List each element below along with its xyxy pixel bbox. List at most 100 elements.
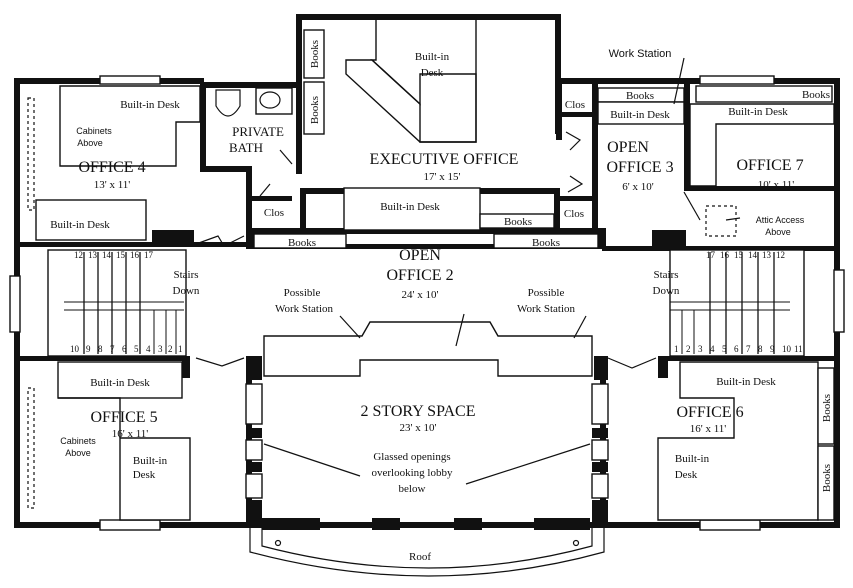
- books-label: Books: [309, 40, 321, 68]
- glassed-line3: below: [399, 483, 426, 495]
- step-number: 5: [134, 344, 139, 354]
- glassed-line2: overlooking lobby: [372, 467, 453, 479]
- office-6-name: OFFICE 6: [676, 404, 743, 421]
- step-number: 3: [698, 344, 703, 354]
- executive-office-size: 17' x 15': [424, 171, 461, 183]
- books-label: Books: [802, 89, 830, 101]
- open-office-3-line2: OFFICE 3: [606, 159, 673, 176]
- step-number: 4: [146, 344, 151, 354]
- step-number: 12: [74, 250, 83, 260]
- roof-outline: [249, 528, 605, 577]
- doors: [195, 131, 701, 369]
- step-number: 17: [706, 250, 716, 260]
- exec-desk-label-1: Built-in: [415, 51, 450, 63]
- stair-numbers-left-top: 12 13 14 15 16 17: [74, 250, 154, 260]
- step-number: 9: [86, 344, 91, 354]
- stairs-right-label-1: Stairs: [653, 269, 678, 281]
- step-number: 3: [158, 344, 163, 354]
- step-number: 17: [144, 250, 154, 260]
- stairs-left: [47, 249, 187, 357]
- office-5-name: OFFICE 5: [90, 409, 157, 426]
- stairs-left-label-1: Stairs: [173, 269, 198, 281]
- open-office-3-desk: Built-in Desk: [610, 109, 670, 121]
- books-label: Books: [309, 96, 321, 124]
- books-label: Books: [504, 216, 532, 228]
- office-4-desk-2: Built-in Desk: [50, 219, 110, 231]
- cabinets-above: Above: [65, 448, 91, 458]
- office-4-desk: Built-in Desk: [120, 99, 180, 111]
- books-label: Books: [821, 464, 833, 492]
- office-5-desk-2b: Desk: [133, 469, 156, 481]
- open-office-2-line2: OFFICE 2: [386, 267, 453, 284]
- step-number: 15: [734, 250, 744, 260]
- step-number: 15: [116, 250, 126, 260]
- step-number: 7: [110, 344, 115, 354]
- office-7-size: 10' x 11': [758, 179, 795, 191]
- step-number: 14: [748, 250, 758, 260]
- stair-numbers-right-bottom: 1 2 3 4 5 6 7 8 9 10 11: [674, 344, 803, 354]
- step-number: 2: [686, 344, 691, 354]
- office-6-desk-2a: Built-in: [675, 453, 710, 465]
- attic-above-label: Above: [765, 227, 791, 237]
- books-label: Books: [532, 237, 560, 249]
- open-office-3-size: 6' x 10': [622, 181, 653, 193]
- exec-desk-label-2: Desk: [421, 67, 444, 79]
- step-number: 4: [710, 344, 715, 354]
- cabinets-label: Cabinets: [76, 126, 112, 136]
- books-label: Books: [821, 394, 833, 422]
- possible-ws-left-1: Possible: [284, 287, 321, 299]
- step-number: 5: [722, 344, 727, 354]
- books-label: Books: [626, 90, 654, 102]
- possible-ws-right-1: Possible: [528, 287, 565, 299]
- step-number: 2: [168, 344, 173, 354]
- step-number: 9: [770, 344, 775, 354]
- stairs-left-label-2: Down: [173, 285, 200, 297]
- office-7-name: OFFICE 7: [736, 157, 803, 174]
- stair-numbers-left-bottom: 10 9 8 7 6 5 4 3 2 1: [70, 344, 183, 354]
- roof-label: Roof: [409, 551, 431, 563]
- step-number: 10: [70, 344, 80, 354]
- step-number: 10: [782, 344, 792, 354]
- windows: [9, 75, 845, 531]
- attic-access-label: Attic Access: [756, 215, 805, 225]
- possible-ws-right-2: Work Station: [517, 303, 576, 315]
- office-4-name: OFFICE 4: [78, 159, 145, 176]
- cabinets-label: Cabinets: [60, 436, 96, 446]
- stairs-right-label-2: Down: [653, 285, 680, 297]
- step-number: 1: [674, 344, 679, 354]
- two-story-size: 23' x 10': [400, 422, 437, 434]
- stair-numbers-right-top: 17 16 15 14 13 12: [706, 250, 785, 260]
- stairs-right: [669, 249, 805, 357]
- closet-label: Clos: [565, 99, 585, 111]
- private-bath-line1: PRIVATE: [232, 124, 284, 139]
- office-6-desk: Built-in Desk: [716, 376, 776, 388]
- step-number: 13: [762, 250, 772, 260]
- private-bath-line2: BATH: [229, 140, 263, 155]
- step-number: 8: [98, 344, 103, 354]
- office-4-size: 13' x 11': [94, 179, 131, 191]
- office-7-desk: Built-in Desk: [728, 106, 788, 118]
- step-number: 16: [720, 250, 730, 260]
- work-station-label: Work Station: [609, 48, 672, 60]
- step-number: 6: [122, 344, 127, 354]
- glassed-line1: Glassed openings: [373, 451, 450, 463]
- closet-label: Clos: [264, 207, 284, 219]
- office-5-size: 16' x 11': [112, 428, 149, 440]
- books-label: Books: [288, 237, 316, 249]
- possible-ws-left-2: Work Station: [275, 303, 334, 315]
- office-6-size: 16' x 11': [690, 423, 727, 435]
- cabinets-above: Above: [77, 138, 103, 148]
- office-5-desk: Built-in Desk: [90, 377, 150, 389]
- office-5-desk-2a: Built-in: [133, 455, 168, 467]
- open-office-2-line1: OPEN: [399, 247, 441, 264]
- step-number: 13: [88, 250, 98, 260]
- step-number: 11: [794, 344, 803, 354]
- executive-office-name: EXECUTIVE OFFICE: [370, 151, 519, 168]
- office-6-desk-2b: Desk: [675, 469, 698, 481]
- leader-lines: [263, 57, 741, 485]
- closet-label: Clos: [564, 208, 584, 220]
- step-number: 16: [130, 250, 140, 260]
- two-story-name: 2 STORY SPACE: [360, 403, 475, 420]
- furniture: [27, 17, 835, 521]
